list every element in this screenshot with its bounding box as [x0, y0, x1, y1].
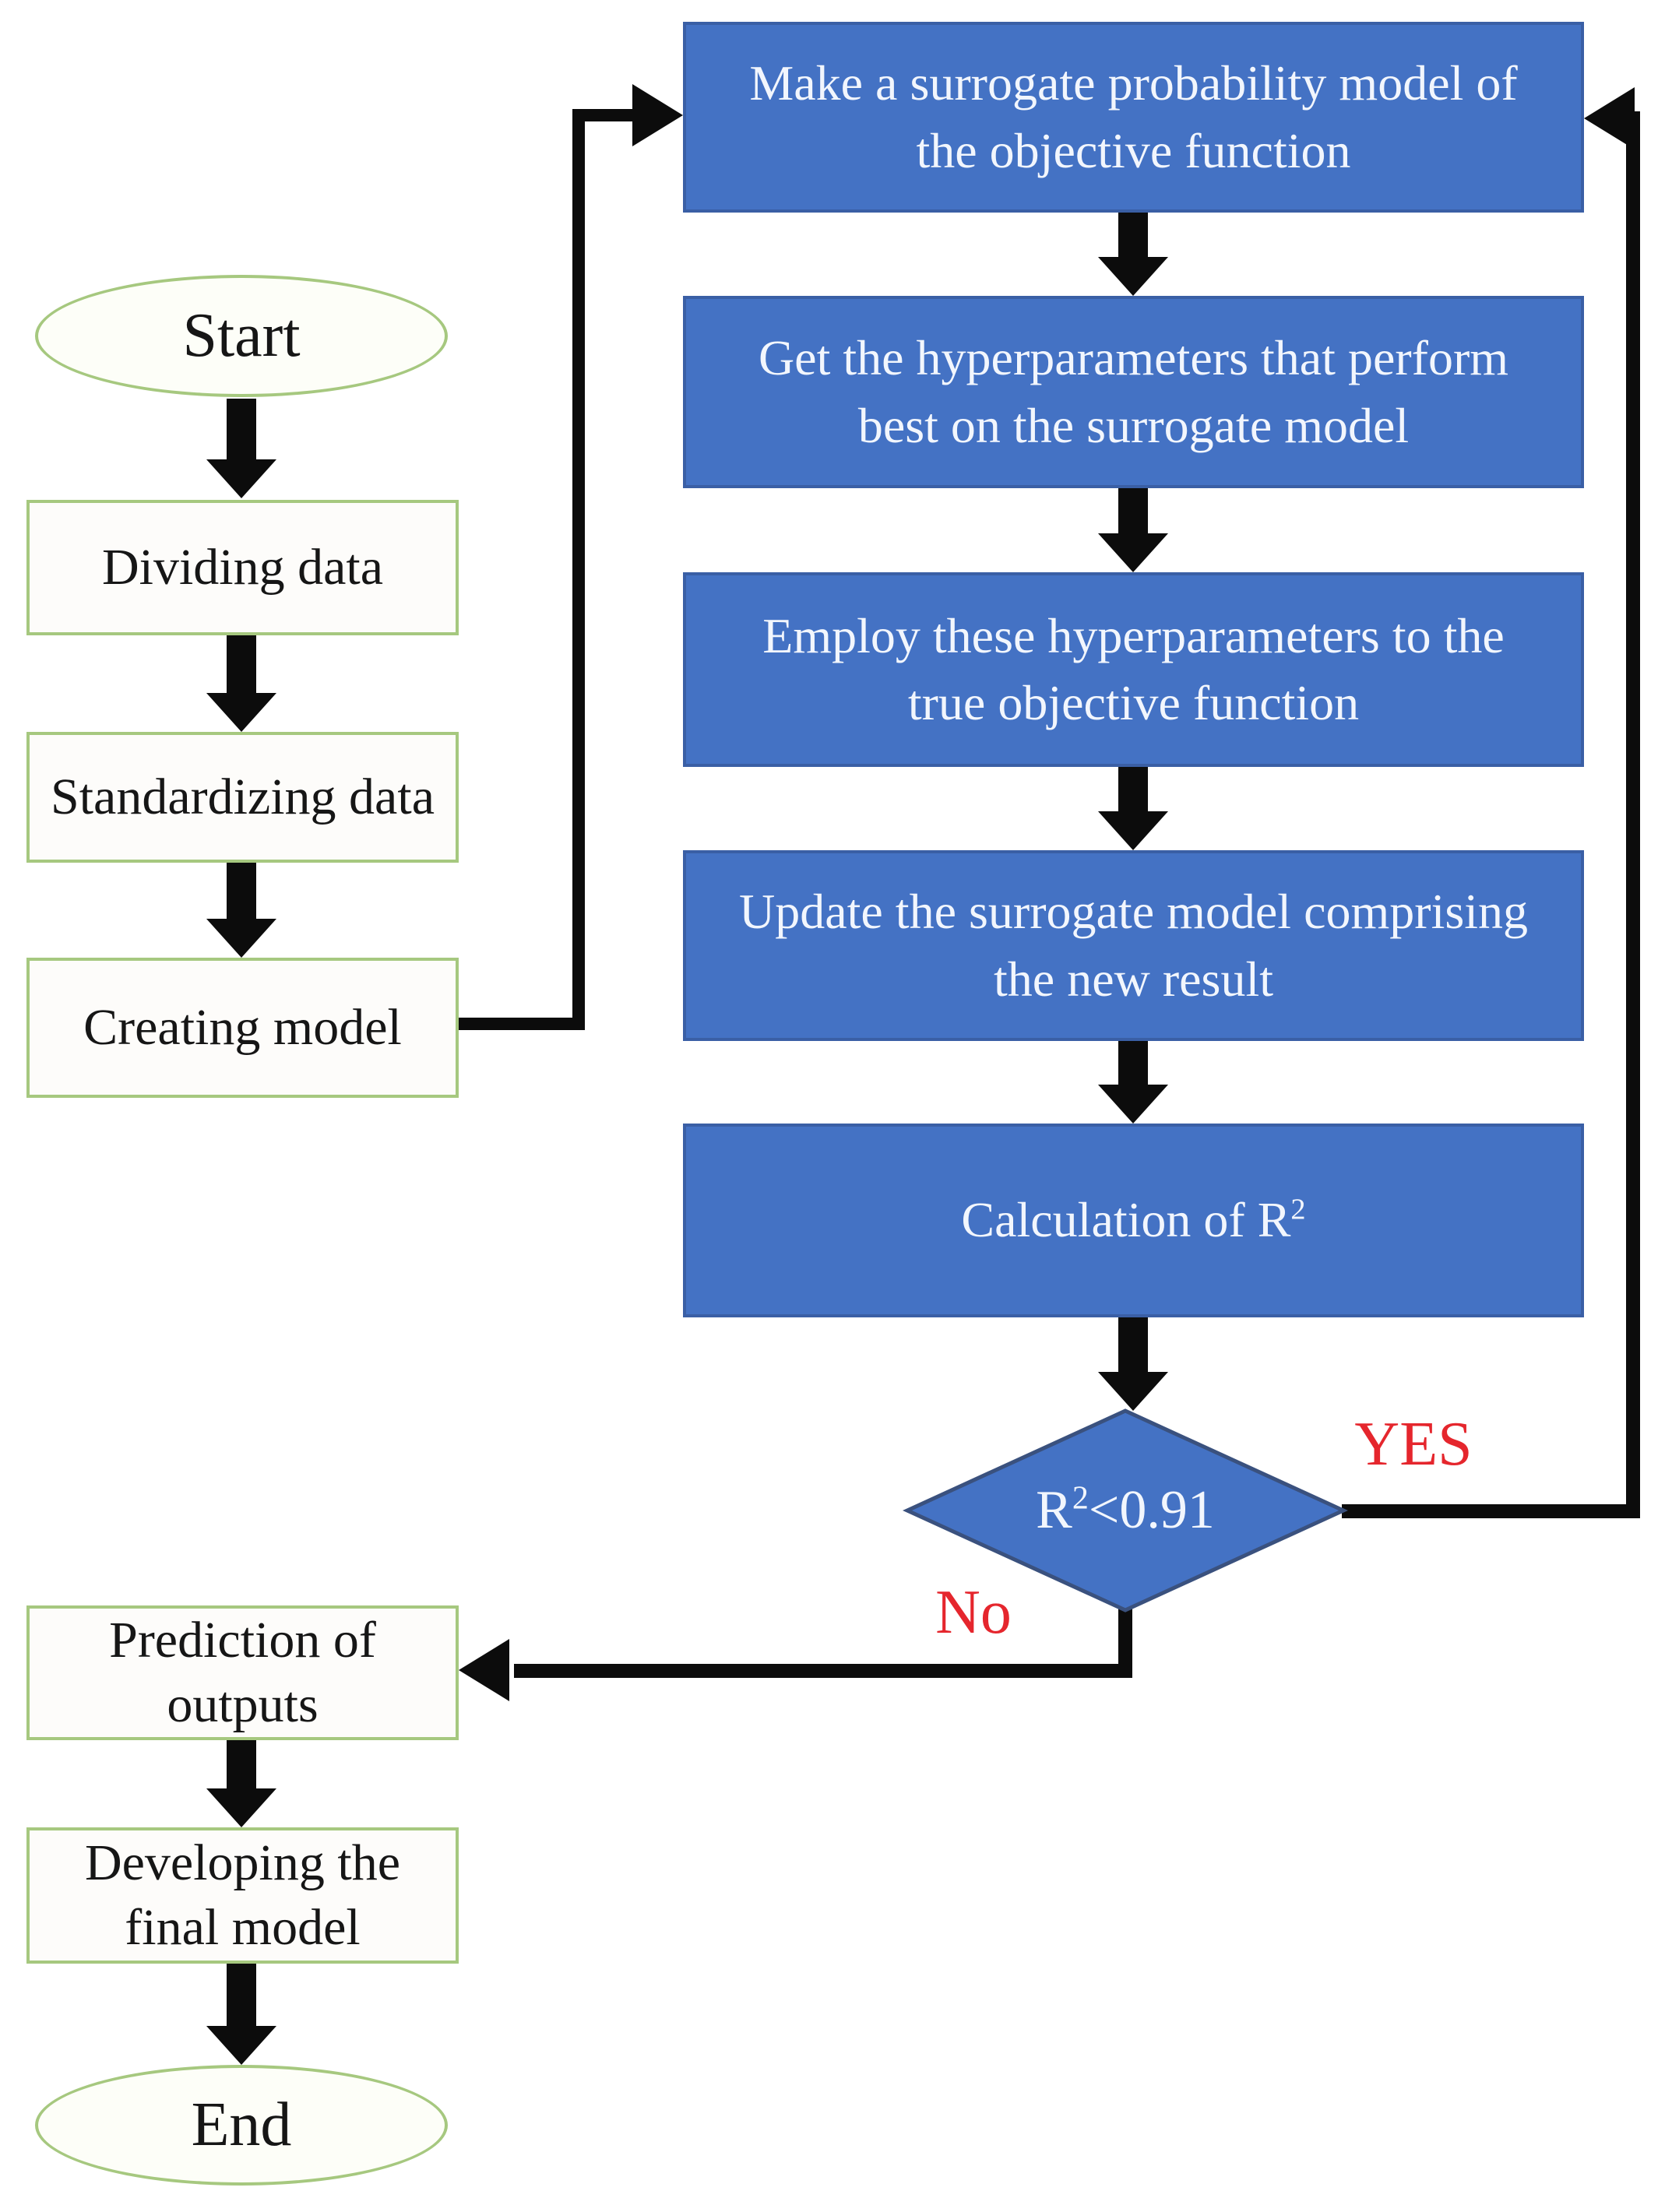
- node-start: Start: [35, 275, 448, 397]
- node-developing-final-model: Developing the final model: [26, 1827, 459, 1964]
- calculation-text: Calculation of R: [961, 1192, 1291, 1248]
- arrow-down-icon: [206, 1964, 276, 2065]
- connector-creating-to-surrogate: [459, 109, 637, 1030]
- node-prediction-of-outputs-label: Prediction of outputs: [109, 1612, 376, 1733]
- arrow-down-icon: [1098, 213, 1168, 296]
- node-decision-label: R2<0.91: [1036, 1479, 1215, 1542]
- arrow-down-icon: [206, 863, 276, 958]
- node-dividing-data: Dividing data: [26, 500, 459, 635]
- node-decision-r2-threshold: R2<0.91: [907, 1411, 1343, 1610]
- arrowhead-left-icon: [1584, 87, 1635, 149]
- decision-diamond-shape: [902, 1408, 1349, 1612]
- node-calculation-r2: Calculation of R2: [683, 1124, 1584, 1317]
- node-start-label: Start: [182, 301, 301, 370]
- edge-label-yes: YES: [1354, 1410, 1473, 1479]
- arrow-down-icon: [1098, 767, 1168, 850]
- arrowhead-left-icon: [459, 1639, 509, 1701]
- node-standardizing-data: Standardizing data: [26, 732, 459, 863]
- decision-condition-text: <0.91: [1088, 1480, 1215, 1540]
- arrow-down-icon: [1098, 488, 1168, 572]
- node-end-label: End: [191, 2091, 292, 2159]
- node-employ-hyperparameters-label: Employ these hyperparameters to the true…: [762, 607, 1505, 730]
- decision-text: R: [1036, 1480, 1072, 1540]
- node-make-surrogate-model: Make a surrogate probability model of th…: [683, 22, 1584, 213]
- arrow-down-icon: [1098, 1041, 1168, 1124]
- edge-label-no: No: [935, 1578, 1012, 1647]
- arrow-down-icon: [206, 1740, 276, 1827]
- node-get-hyperparameters: Get the hyperparameters that perform bes…: [683, 296, 1584, 488]
- node-get-hyperparameters-label: Get the hyperparameters that perform bes…: [758, 330, 1509, 453]
- arrowhead-right-icon: [632, 84, 683, 146]
- node-make-surrogate-model-label: Make a surrogate probability model of th…: [749, 55, 1518, 178]
- node-developing-final-model-label: Developing the final model: [84, 1834, 401, 1956]
- arrow-down-icon: [206, 635, 276, 732]
- node-employ-hyperparameters: Employ these hyperparameters to the true…: [683, 572, 1584, 767]
- arrow-down-icon: [1098, 1317, 1168, 1411]
- node-creating-model: Creating model: [26, 958, 459, 1098]
- node-update-surrogate-model-label: Update the surrogate model comprising th…: [738, 884, 1529, 1007]
- node-dividing-data-label: Dividing data: [101, 538, 384, 596]
- node-prediction-of-outputs: Prediction of outputs: [26, 1605, 459, 1740]
- node-creating-model-label: Creating model: [83, 998, 402, 1056]
- node-update-surrogate-model: Update the surrogate model comprising th…: [683, 850, 1584, 1041]
- node-calculation-r2-label: Calculation of R2: [961, 1187, 1305, 1254]
- node-end: End: [35, 2065, 448, 2186]
- connector-no-path: [514, 1609, 1132, 1678]
- superscript-two: 2: [1290, 1193, 1306, 1226]
- node-standardizing-data-label: Standardizing data: [50, 768, 435, 825]
- arrow-down-icon: [206, 399, 276, 498]
- superscript-two: 2: [1072, 1480, 1089, 1517]
